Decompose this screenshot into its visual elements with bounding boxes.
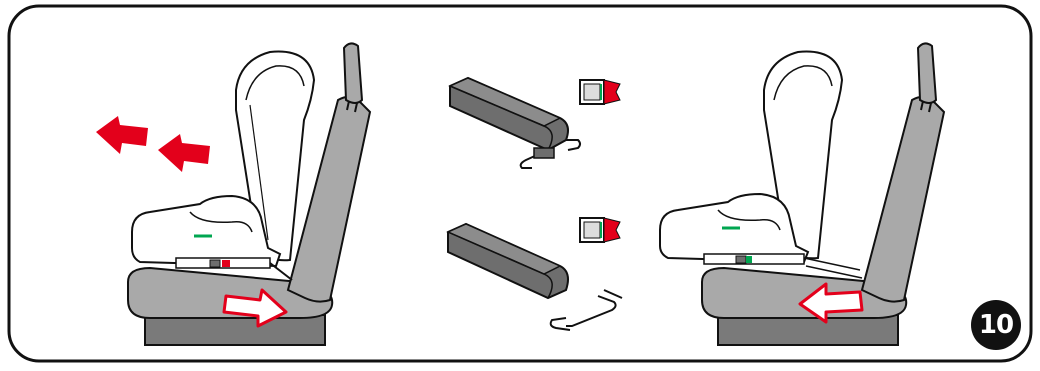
step-number-badge: 10 — [971, 300, 1021, 350]
booster-base-rail-right — [704, 254, 804, 264]
vehicle-headrest — [344, 43, 362, 103]
isofix-indicator-top — [580, 80, 620, 104]
vehicle-headrest-right — [918, 43, 936, 103]
indicator-red-window — [222, 260, 230, 267]
isofix-indicator-bottom — [580, 218, 620, 242]
vehicle-seat-base — [145, 315, 325, 345]
vehicle-seat-base-right — [718, 315, 898, 345]
